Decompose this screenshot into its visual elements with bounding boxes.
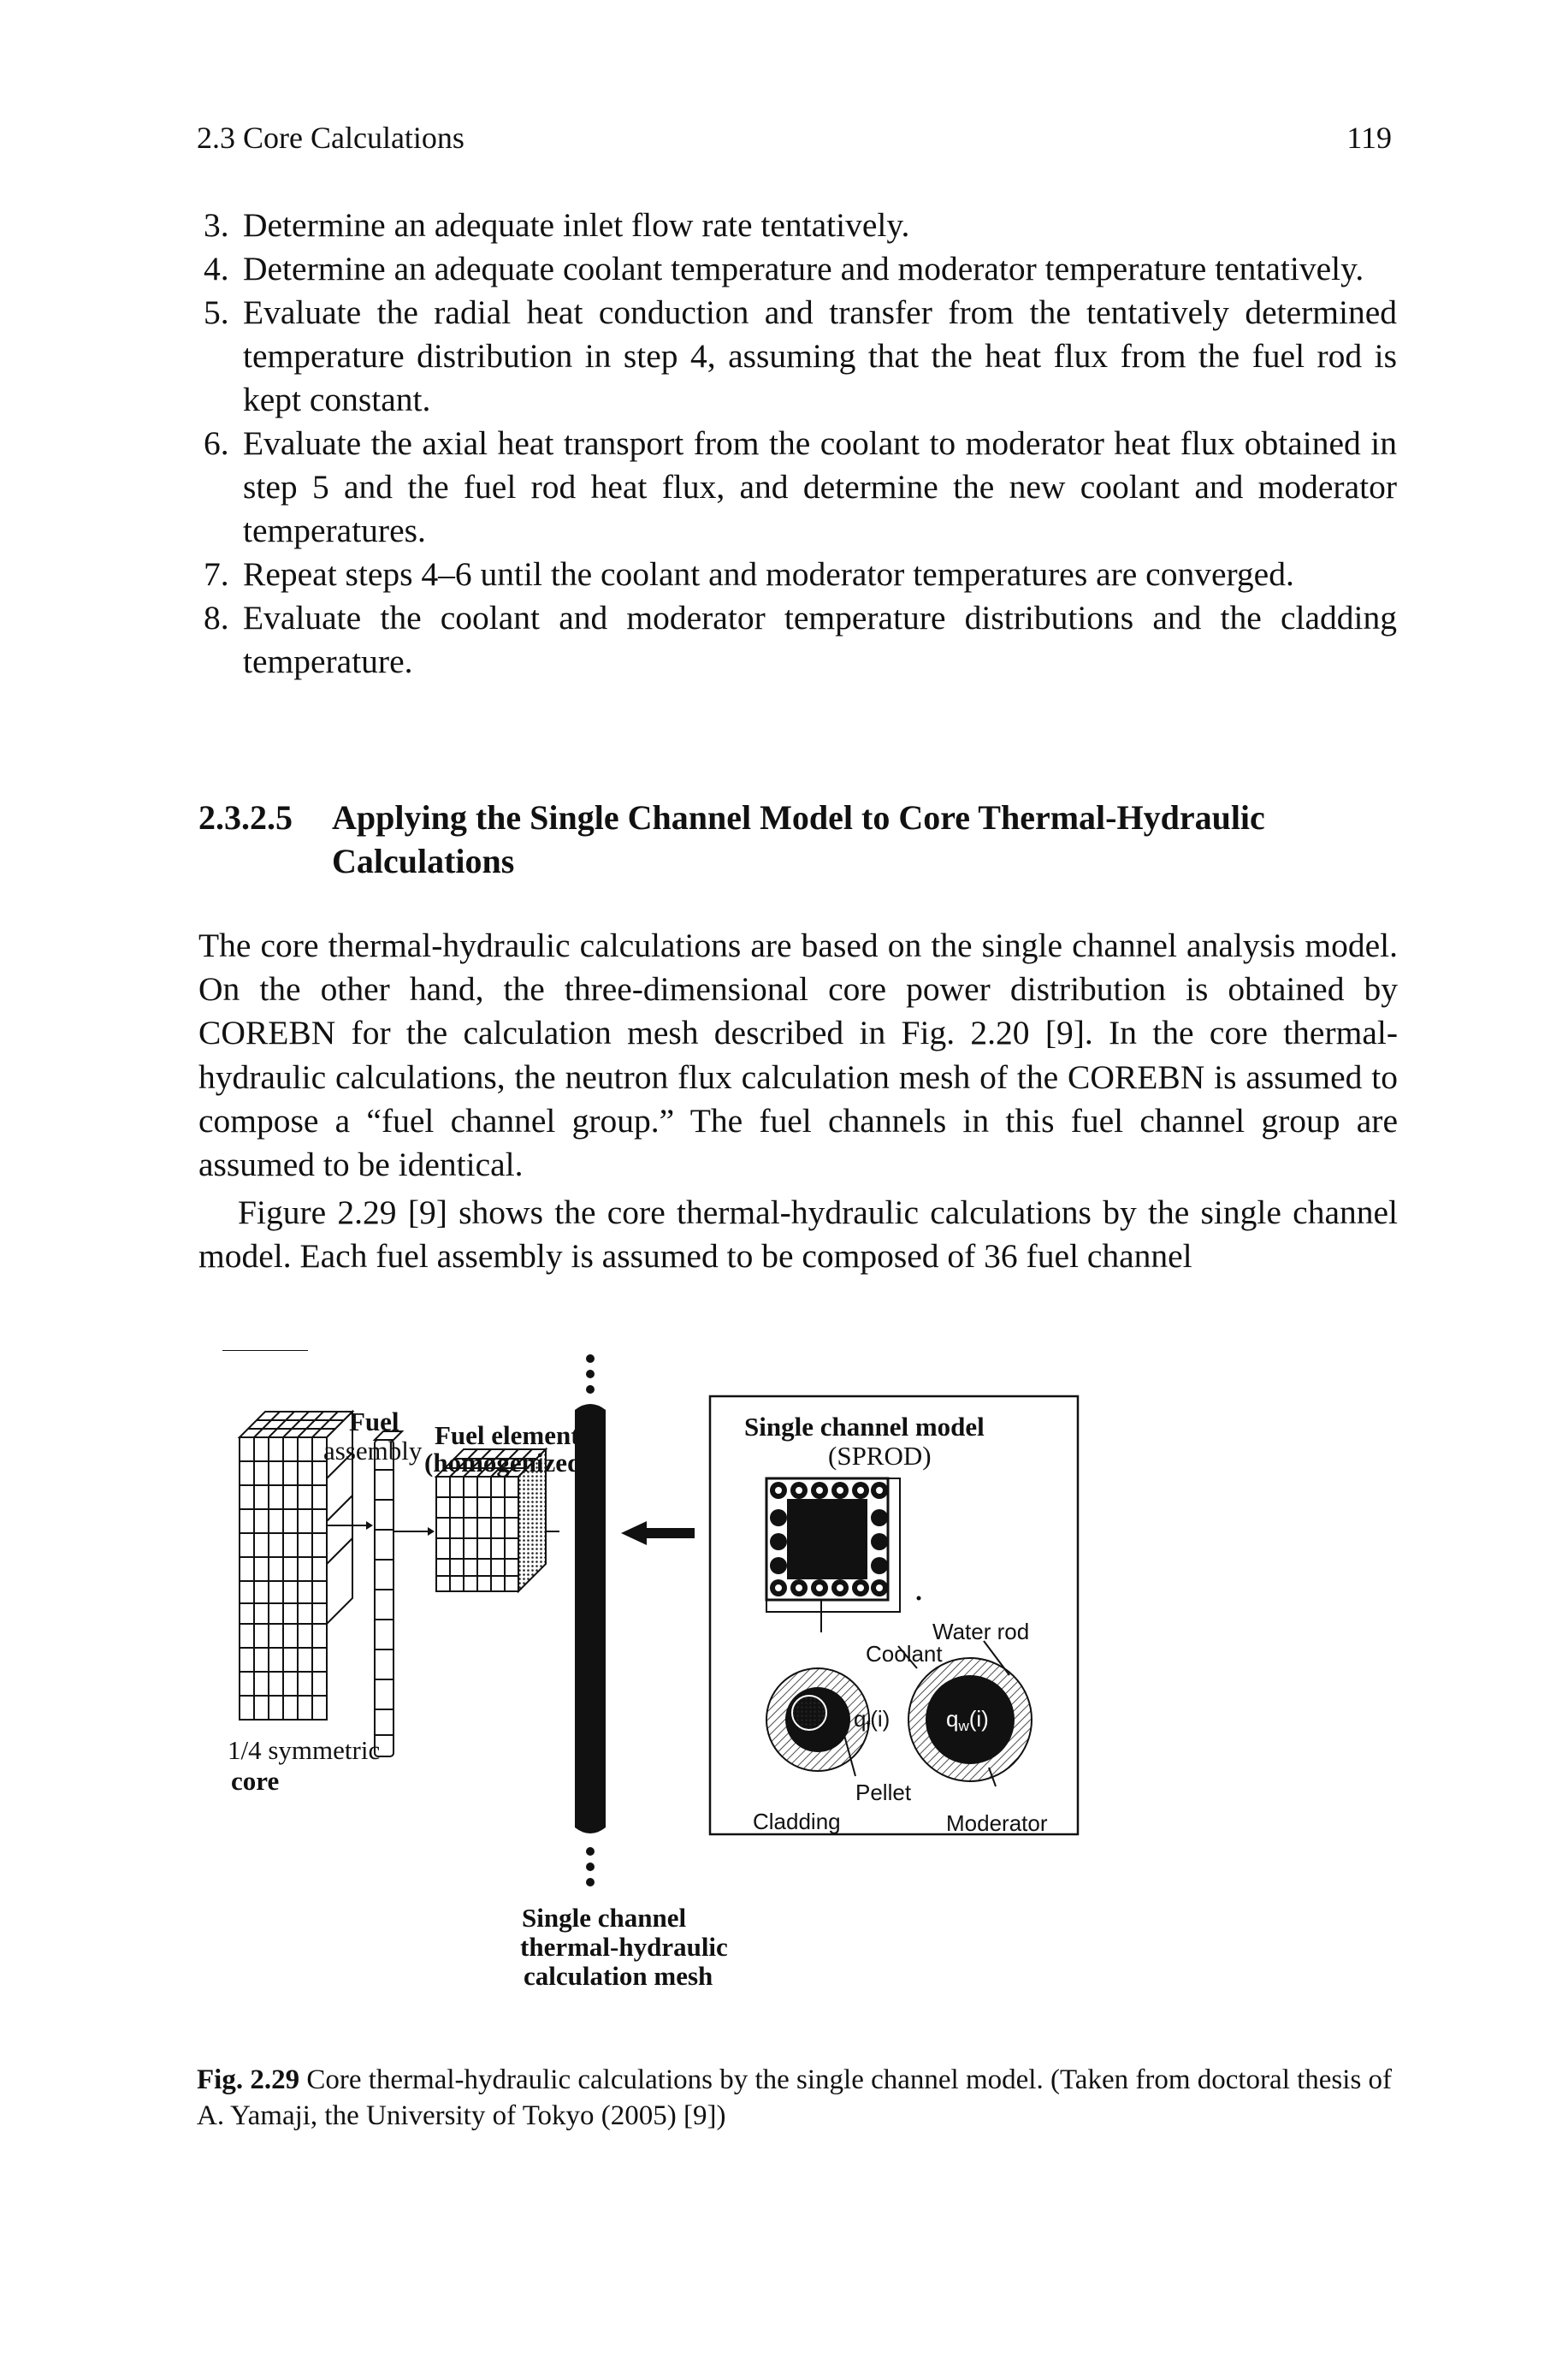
step-7: 7. Repeat steps 4–6 until the coolant and… — [204, 553, 1397, 596]
water-rod-cross-section — [908, 1657, 1033, 1782]
quarter-core-label-2: core — [231, 1766, 279, 1796]
figure-caption-label: Fig. 2.29 — [197, 2064, 300, 2095]
section-heading: 2.3.2.5 Applying the Single Channel Mode… — [198, 796, 1413, 883]
step-number: 7. — [204, 555, 229, 593]
page-number: 119 — [1346, 121, 1392, 155]
continuation-dots — [586, 1354, 595, 1886]
step-5: 5. Evaluate the radial heat conduction an… — [204, 291, 1397, 422]
sprod-lattice — [765, 1477, 921, 1632]
quarter-core-block — [237, 1409, 355, 1721]
step-text: Repeat steps 4–6 until the coolant and m… — [243, 555, 1294, 593]
section-number: 2.3.2.5 — [198, 798, 293, 837]
fuel-assembly-label-2: assembly — [323, 1436, 423, 1466]
qf-symbol: q — [854, 1706, 866, 1732]
quarter-core-label-1: 1/4 symmetric — [228, 1735, 380, 1765]
step-text: Evaluate the axial heat transport from t… — [243, 424, 1397, 549]
figure-caption-text: Core thermal-hydraulic calculations by t… — [197, 2064, 1393, 2131]
moderator-label: Moderator — [946, 1810, 1048, 1836]
water-rod-label: Water rod — [932, 1619, 1029, 1644]
step-number: 6. — [204, 424, 229, 462]
step-text: Evaluate the coolant and moderator tempe… — [243, 599, 1397, 680]
qw-subscript: w — [957, 1718, 969, 1734]
step-8: 8. Evaluate the coolant and moderator tem… — [204, 596, 1397, 684]
running-header-section: 2.3 Core Calculations — [197, 121, 464, 155]
step-number: 3. — [204, 206, 229, 244]
section-title: Applying the Single Channel Model to Cor… — [332, 798, 1265, 880]
step-number: 4. — [204, 250, 229, 287]
coolant-label: Coolant — [866, 1641, 943, 1667]
arrowhead — [428, 1527, 435, 1536]
step-6: 6. Evaluate the axial heat transport from… — [204, 422, 1397, 553]
mesh-label-1: Single channel — [522, 1903, 686, 1933]
leader-lines — [839, 1640, 1010, 1787]
body-paragraph-1: The core thermal-hydraulic calculations … — [198, 927, 1398, 1184]
figure-caption: Fig. 2.29 Core thermal-hydraulic calcula… — [197, 2062, 1411, 2134]
model-to-mesh-arrow — [621, 1521, 695, 1545]
fuel-element-label-2: (homogenized) — [424, 1448, 591, 1478]
fuel-assembly-label-1: Fuel — [349, 1407, 399, 1436]
mesh-label-2: thermal-hydraulic — [520, 1932, 728, 1962]
cladding-label: Cladding — [753, 1809, 841, 1834]
step-text: Evaluate the radial heat conduction and … — [243, 293, 1397, 418]
qf-subscript: f — [866, 1718, 870, 1734]
fuel-element-label-1: Fuel element — [435, 1420, 580, 1450]
fuel-element-cube — [222, 1350, 548, 1594]
pellet-label: Pellet — [855, 1780, 912, 1805]
qw-symbol: q — [946, 1706, 958, 1732]
arrowhead — [366, 1521, 373, 1530]
step-text: Determine an adequate coolant temperatur… — [243, 250, 1364, 287]
single-channel-mesh-bar — [575, 1404, 606, 1833]
qw-label: qw(i) — [946, 1706, 989, 1734]
fuel-rod-cross-section — [766, 1667, 870, 1772]
step-4: 4. Determine an adequate coolant temperat… — [204, 247, 1397, 291]
figure-2-29: Fuel assembly Fuel element (homogenized)… — [222, 1350, 1369, 2052]
qf-label: qf(i) — [854, 1706, 890, 1734]
body-paragraph-2: Figure 2.29 [9] shows the core thermal-h… — [198, 1193, 1398, 1276]
model-title-2: (SPROD) — [828, 1441, 932, 1471]
step-number: 8. — [204, 599, 229, 637]
procedure-steps: 3. Determine an adequate inlet flow rate … — [204, 204, 1397, 684]
step-text: Determine an adequate inlet flow rate te… — [243, 206, 910, 244]
model-title-1: Single channel model — [744, 1412, 985, 1442]
step-3: 3. Determine an adequate inlet flow rate … — [204, 204, 1397, 247]
qw-argument: (i) — [969, 1706, 989, 1732]
figure-diagram: Fuel assembly Fuel element (homogenized)… — [222, 1350, 1080, 1991]
qf-argument: (i) — [870, 1706, 890, 1732]
mesh-label-3: calculation mesh — [524, 1961, 713, 1991]
step-number: 5. — [204, 293, 229, 331]
fuel-assembly-column — [372, 1430, 405, 1757]
